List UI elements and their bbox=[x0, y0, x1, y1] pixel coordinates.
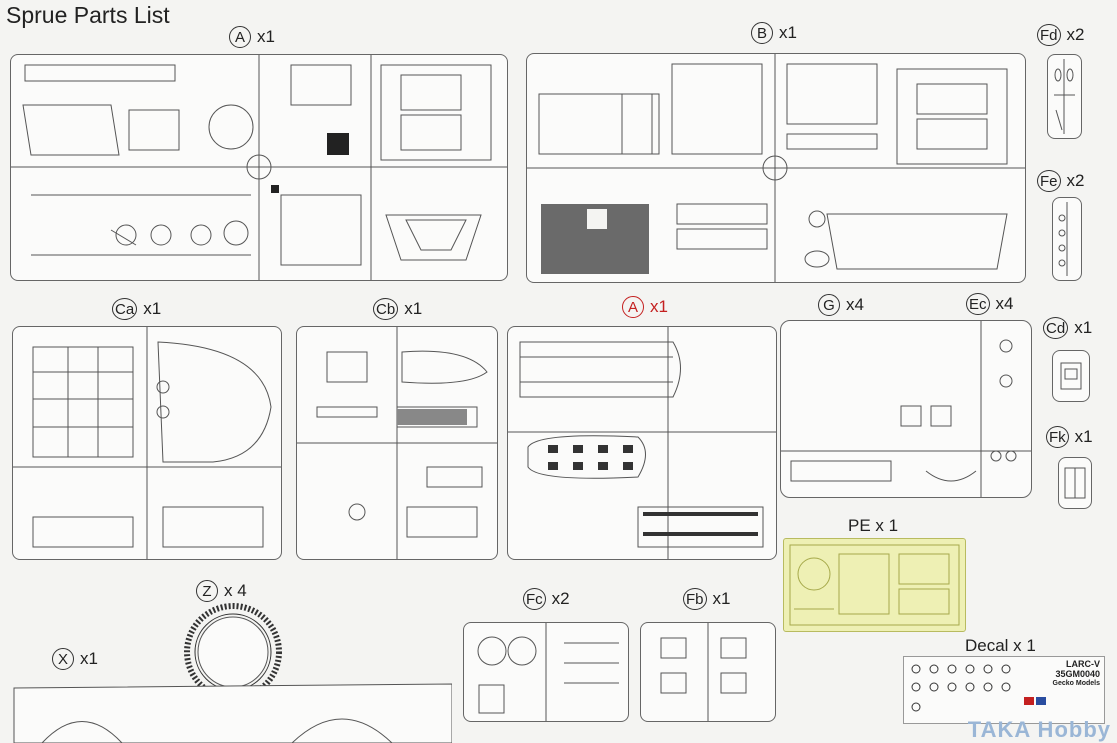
sprue-id-fd: Fd bbox=[1037, 24, 1061, 46]
decal-label: Decal x 1 bbox=[965, 636, 1036, 656]
sprue-id-z: Z bbox=[196, 580, 218, 602]
sprue-qty-ca: x1 bbox=[143, 299, 162, 318]
sprue-id-b: B bbox=[751, 22, 773, 44]
sprue-label-fk: Fk x1 bbox=[1046, 426, 1093, 448]
sprue-label-fb: Fb x1 bbox=[683, 588, 730, 610]
sprue-id-fb: Fb bbox=[683, 588, 707, 610]
sprue-id-x: X bbox=[52, 648, 74, 670]
sprue-qty-fd: x2 bbox=[1066, 25, 1085, 44]
sprue-label-fc: Fc x2 bbox=[523, 588, 570, 610]
sprue-ca-drawing bbox=[13, 327, 281, 559]
sprue-label-cb: Cb x1 bbox=[373, 298, 422, 320]
sprue-label-g: G x4 bbox=[818, 294, 864, 316]
sprue-cd bbox=[1052, 350, 1090, 402]
sprue-a-red-drawing bbox=[508, 327, 776, 559]
sprue-id-ec: Ec bbox=[966, 293, 990, 315]
sprue-fc-drawing bbox=[477, 623, 619, 721]
decal-line2: 35GM0040 bbox=[1055, 669, 1100, 679]
sprue-label-z: Z x 4 bbox=[196, 580, 247, 602]
sprue-fc bbox=[463, 622, 629, 722]
sprue-qty-a-red: x1 bbox=[650, 297, 668, 316]
sprue-id-fe: Fe bbox=[1037, 170, 1061, 192]
sprue-fk-drawing bbox=[1064, 467, 1086, 499]
sprue-fk bbox=[1058, 457, 1092, 509]
sprue-ec bbox=[780, 320, 1032, 498]
sprue-qty-fk: x1 bbox=[1074, 427, 1093, 446]
sprue-id-cd: Cd bbox=[1043, 317, 1069, 339]
sprue-fd bbox=[1047, 54, 1082, 139]
sprue-fb bbox=[640, 622, 776, 722]
sprue-ec-drawing bbox=[781, 321, 1031, 497]
sprue-id-fc: Fc bbox=[523, 588, 546, 610]
sprue-label-b: B x1 bbox=[751, 22, 797, 44]
decal-markings bbox=[911, 664, 1046, 712]
sprue-label-ec: Ec x4 bbox=[966, 293, 1013, 315]
sprue-b bbox=[526, 53, 1026, 283]
sprue-fe bbox=[1052, 197, 1082, 281]
sprue-label-a: A x1 bbox=[229, 26, 275, 48]
sprue-cd-drawing bbox=[1060, 362, 1082, 390]
sprue-fb-drawing bbox=[660, 623, 747, 721]
sprue-label-cd: Cd x1 bbox=[1043, 317, 1092, 339]
sprue-fd-drawing bbox=[1054, 59, 1075, 134]
sprue-qty-cd: x1 bbox=[1074, 318, 1093, 337]
sprue-label-a-red: A x1 bbox=[622, 296, 668, 318]
sprue-qty-z: x 4 bbox=[224, 581, 247, 600]
pe-label: PE x 1 bbox=[848, 516, 898, 536]
sprue-qty-a: x1 bbox=[257, 27, 275, 46]
sprue-cb-drawing bbox=[297, 327, 497, 559]
sprue-id-g: G bbox=[818, 294, 840, 316]
decal-label-text: Decal x 1 bbox=[965, 636, 1036, 655]
sprue-id-ca: Ca bbox=[112, 298, 138, 320]
watermark: TAKA Hobby bbox=[967, 717, 1111, 742]
sprue-qty-b: x1 bbox=[779, 23, 797, 42]
sprue-label-fd: Fd x2 bbox=[1037, 24, 1084, 46]
sprue-qty-cb: x1 bbox=[404, 299, 423, 318]
sprue-id-a: A bbox=[229, 26, 251, 48]
sprue-a-red bbox=[507, 326, 777, 560]
sprue-b-drawing bbox=[527, 54, 1025, 282]
sprue-a-drawing bbox=[11, 55, 507, 280]
sprue-qty-x: x1 bbox=[80, 649, 98, 668]
sprue-ca bbox=[12, 326, 282, 560]
page-title: Sprue Parts List bbox=[6, 2, 170, 28]
sprue-label-fe: Fe x2 bbox=[1037, 170, 1084, 192]
sprue-id-fk: Fk bbox=[1046, 426, 1069, 448]
sprue-qty-fe: x2 bbox=[1066, 171, 1085, 190]
sprue-fe-drawing bbox=[1058, 202, 1068, 276]
sprue-cb bbox=[296, 326, 498, 560]
sprue-qty-ec: x4 bbox=[995, 294, 1014, 313]
hull-x-drawing bbox=[13, 683, 452, 743]
sprue-label-ca: Ca x1 bbox=[112, 298, 161, 320]
decal-line3: Gecko Models bbox=[1052, 680, 1100, 687]
sprue-a bbox=[10, 54, 508, 281]
photo-etch-sheet bbox=[783, 538, 966, 632]
decal-code: LARC-V 35GM0040 Gecko Models bbox=[1053, 659, 1100, 689]
decal-sheet: LARC-V 35GM0040 Gecko Models bbox=[903, 656, 1105, 724]
sprue-label-x: X x1 bbox=[52, 648, 98, 670]
decal-line1: LARC-V bbox=[1066, 659, 1100, 669]
sprue-qty-g: x4 bbox=[846, 295, 864, 314]
pe-label-text: PE x 1 bbox=[848, 516, 899, 535]
sprue-id-cb: Cb bbox=[373, 298, 399, 320]
pe-drawing bbox=[789, 544, 960, 626]
sprue-qty-fc: x2 bbox=[551, 589, 570, 608]
sprue-id-a-red: A bbox=[622, 296, 644, 318]
sprue-qty-fb: x1 bbox=[712, 589, 731, 608]
